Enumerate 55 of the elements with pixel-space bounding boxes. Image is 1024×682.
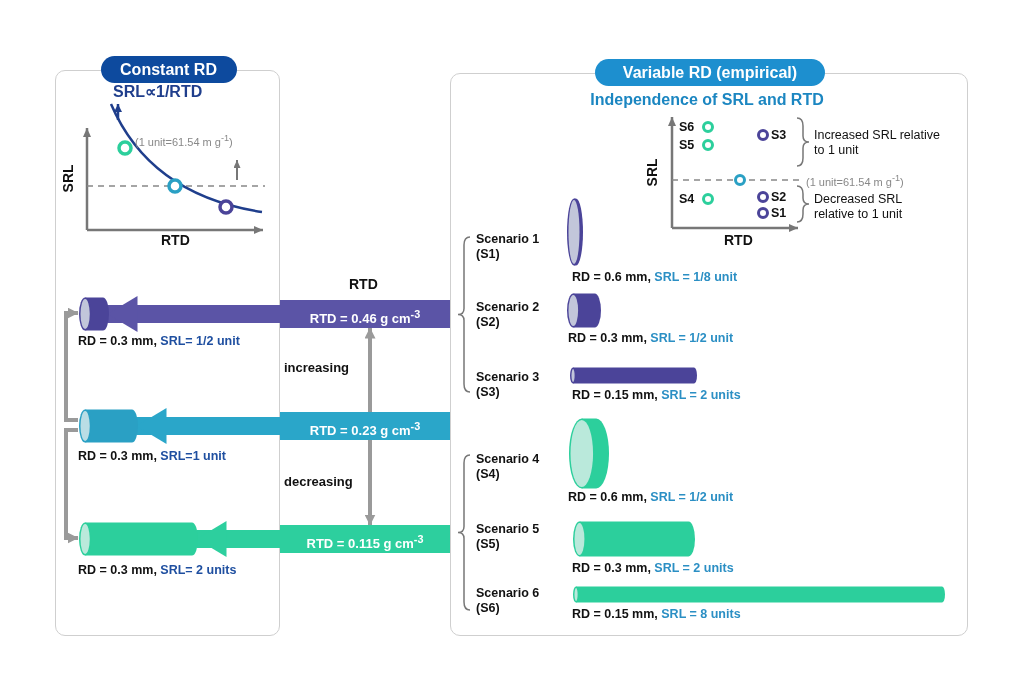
root-caption: RD = 0.3 mm, SRL= 1/2 unit (78, 334, 240, 349)
chart-title: Independence of SRL and RTD (589, 90, 825, 110)
root-segment-drawing (569, 418, 609, 489)
arrow (136, 408, 280, 444)
formula: SRL∝1/RTD (113, 82, 203, 102)
root-caption: RD = 0.3 mm, SRL= 2 units (78, 563, 237, 578)
edge-label: decreasing (284, 474, 353, 490)
scenario-label: Scenario 5 (S5) (476, 522, 541, 552)
root-segment-drawing (573, 586, 945, 603)
root-segment-drawing (79, 297, 109, 331)
root-caption: RD = 0.15 mm, SRL = 8 units (572, 607, 741, 622)
axis-label: RTD (724, 232, 753, 249)
root-segment-drawing (79, 409, 138, 443)
root-segment-drawing (567, 198, 583, 266)
point-label: S6 (679, 120, 695, 135)
panel-heading: Constant RD (100, 56, 237, 83)
point-label: S2 (771, 190, 787, 205)
point-label: S1 (771, 206, 787, 221)
arrow (107, 296, 280, 332)
arrow (64, 428, 79, 544)
scenario-label: Scenario 1 (S1) (476, 232, 541, 262)
density-bar: RTD = 0.23 g cm$^{-3}$ (280, 412, 450, 440)
bracket-note: Decreased SRL relative to 1 unit (814, 192, 904, 222)
root-caption: RD = 0.3 mm, SRL=1 unit (78, 449, 226, 464)
root-caption: RD = 0.6 mm, SRL = 1/2 unit (568, 490, 734, 505)
scenario-label: Scenario 4 (S4) (476, 452, 541, 482)
arrow (364, 327, 376, 412)
unit-note: (1 unit=61.54 m g$^{-1}$) (806, 173, 904, 189)
arrow (196, 521, 280, 557)
root-segment-drawing (79, 522, 198, 556)
unit-note: (1 unit=61.54 m g$^{-1}$) (135, 133, 233, 149)
point-label: S4 (679, 192, 695, 207)
root-caption: RD = 0.3 mm, SRL = 2 units (572, 561, 734, 576)
column-heading: RTD (349, 276, 378, 293)
edge-label: increasing (284, 360, 350, 376)
density-bar: RTD = 0.46 g cm$^{-3}$ (280, 300, 450, 328)
density-bar: RTD = 0.115 g cm$^{-3}$ (280, 525, 450, 553)
axis-label: RTD (161, 232, 190, 249)
scenario-label: Scenario 2 (S2) (476, 300, 541, 330)
root-segment-drawing (573, 521, 695, 557)
panel-heading: Variable RD (empirical) (595, 59, 825, 86)
axis-label: SRL (643, 157, 661, 189)
point-label: S5 (679, 138, 695, 153)
point-label: S3 (771, 128, 787, 143)
root-segment-drawing (567, 293, 601, 328)
axis-label: SRL (59, 163, 77, 195)
root-caption: RD = 0.6 mm, SRL = 1/8 unit (572, 270, 738, 285)
root-caption: RD = 0.3 mm, SRL = 1/2 unit (568, 331, 734, 346)
scenario-label: Scenario 6 (S6) (476, 586, 541, 616)
arrow (364, 440, 376, 526)
root-caption: RD = 0.15 mm, SRL = 2 units (572, 388, 741, 403)
bracket-note: Increased SRL relative to 1 unit (814, 128, 941, 158)
root-segment-drawing (570, 367, 697, 384)
scenario-label: Scenario 3 (S3) (476, 370, 541, 400)
arrow (64, 307, 79, 422)
